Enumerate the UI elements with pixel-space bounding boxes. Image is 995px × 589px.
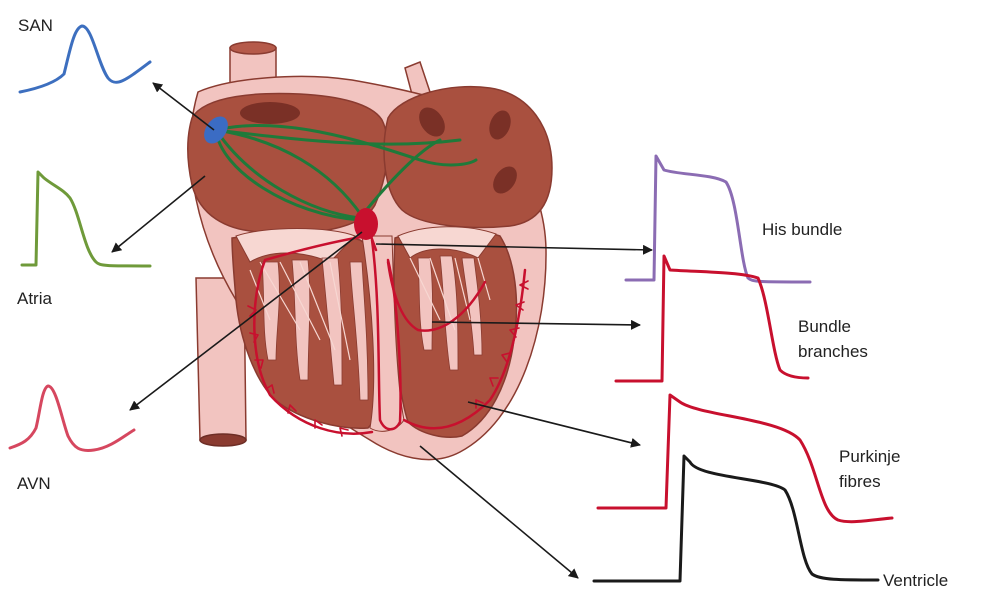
purkinje-fibres-label-line2: fibres (839, 471, 881, 492)
arrow-to-atria (112, 176, 205, 252)
his-bundle-label: His bundle (762, 219, 842, 240)
arrow-to-ventricle (420, 446, 578, 578)
atria-action-potential-trace (22, 172, 150, 266)
ventricle-label: Ventricle (883, 570, 948, 589)
bundle-branches-action-potential-trace (616, 256, 808, 381)
atria-label: Atria (17, 288, 52, 309)
san-label: SAN (18, 15, 53, 36)
bundle-branches-label-line1: Bundle (798, 316, 851, 337)
heart-illustration (188, 42, 552, 460)
avn-label: AVN (17, 473, 51, 494)
avn-action-potential-trace (10, 386, 134, 450)
purkinje-fibres-label-line1: Purkinje (839, 446, 900, 467)
bundle-branches-label-line2: branches (798, 341, 868, 362)
